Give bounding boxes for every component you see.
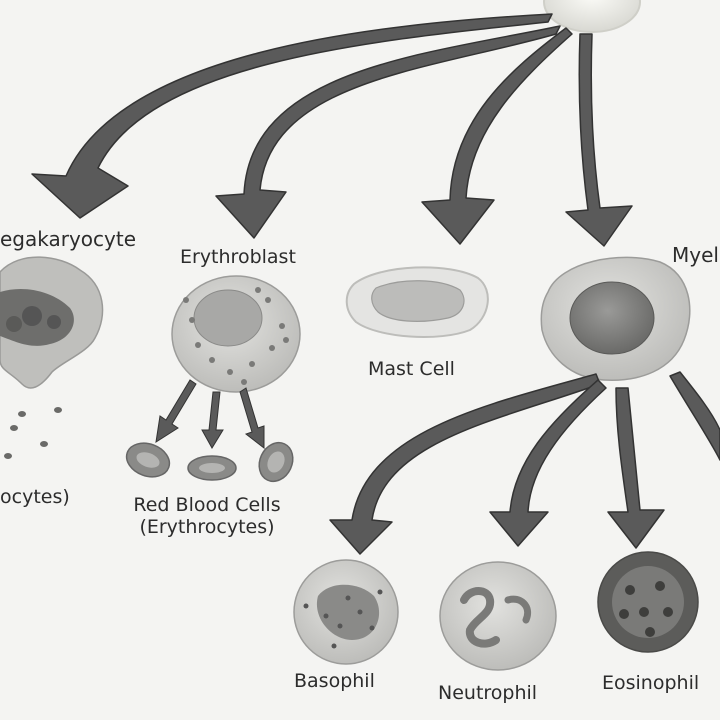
label-basophil: Basophil <box>294 670 375 692</box>
arrow-to-myeloblast <box>565 33 633 247</box>
arrow-to-eosinophil <box>607 387 665 549</box>
erythroblast-arrows <box>155 379 265 450</box>
label-red-blood-cells: Red Blood Cells (Erythrocytes) <box>114 494 300 538</box>
label-thrombocytes: ocytes) <box>0 486 70 508</box>
myeloblast-arrows <box>329 371 720 555</box>
label-red-blood-cells-line1: Red Blood Cells <box>133 494 281 516</box>
arrow-to-erythroblast <box>215 25 561 239</box>
arrow-to-offscreen <box>669 371 720 461</box>
arrow-to-mast-cell <box>421 27 573 245</box>
megakaryocyte-cell <box>0 256 104 389</box>
label-erythroblast: Erythroblast <box>180 246 296 268</box>
label-red-blood-cells-line2: (Erythrocytes) <box>139 516 275 538</box>
label-megakaryocyte: egakaryocyte <box>0 227 137 251</box>
neutrophil-cell <box>439 561 557 671</box>
main-arrows <box>31 13 633 247</box>
label-myeloblast: Myel <box>672 243 719 267</box>
red-blood-cells <box>125 441 294 483</box>
label-mast-cell: Mast Cell <box>368 358 455 380</box>
basophil-cell <box>293 559 399 665</box>
arrow-to-basophil <box>329 373 601 555</box>
label-neutrophil: Neutrophil <box>438 682 538 704</box>
eosinophil-cell <box>597 551 699 653</box>
erythroblast-cell <box>171 275 301 393</box>
mast-cell <box>345 266 489 338</box>
platelets <box>4 407 62 459</box>
arrow-to-megakaryocyte <box>31 13 553 219</box>
arrow-to-neutrophil <box>489 379 607 547</box>
label-eosinophil: Eosinophil <box>602 672 700 694</box>
myeloblast-cell <box>540 256 691 381</box>
stem-cell <box>543 0 641 33</box>
